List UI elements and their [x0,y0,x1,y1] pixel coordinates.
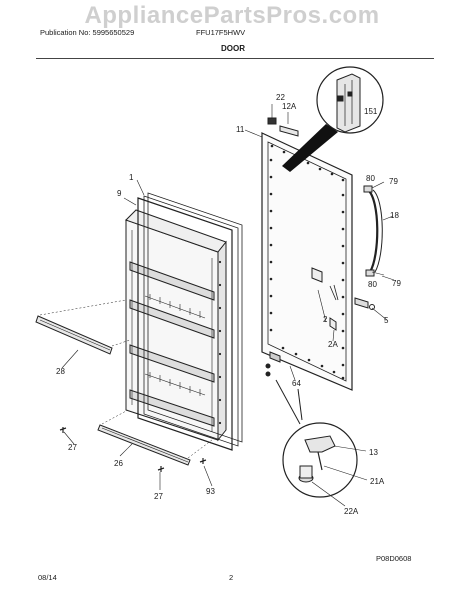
door-liner [125,209,227,442]
publication-number: Publication No: 5995650529 [40,28,135,37]
callout-2a: 2A [328,340,338,349]
callout-27-left: 27 [68,443,77,452]
callout-9: 9 [117,189,122,198]
callout-26: 26 [114,459,123,468]
screws [59,427,207,472]
callout-22: 22 [276,93,285,102]
magnifier-top [282,66,384,172]
kickplate [35,315,113,355]
badge-12a [279,125,299,137]
callout-79-bottom: 79 [392,279,401,288]
screw-22 [267,117,277,125]
callout-93: 93 [206,487,215,496]
drawing-code: P08D0608 [376,554,412,563]
callout-79-top: 79 [389,177,398,186]
callout-151: 151 [364,107,378,116]
leader-dashes [39,299,213,459]
callout-5: 5 [384,316,389,325]
callout-21a: 21A [370,477,385,486]
callout-22a: 22A [344,507,359,516]
callout-80-top: 80 [366,174,375,183]
section-title: DOOR [221,44,245,53]
callout-2: 2 [323,315,328,324]
door-handle [363,185,383,277]
footer-date: 08/14 [38,573,57,582]
callout-1: 1 [129,173,134,182]
callout-27-bottom: 27 [154,492,163,501]
outer-door-panel [218,132,353,425]
callout-11: 11 [236,125,245,134]
callout-13: 13 [369,448,378,457]
bottom-trim [97,424,191,466]
model-number: FFU17F5HWV [196,28,246,37]
watermark: AppliancePartsPros.com [84,2,380,29]
callout-80-bottom: 80 [368,280,377,289]
callout-28: 28 [56,367,65,376]
callout-leaders [61,104,395,507]
callout-18: 18 [390,211,399,220]
callout-64: 64 [292,379,301,388]
page-number: 2 [229,573,234,582]
door-gasket [137,192,243,451]
callout-12a: 12A [282,102,297,111]
magnifier-bottom [275,379,358,498]
header-rule [36,58,434,59]
hinge-parts [265,267,375,377]
